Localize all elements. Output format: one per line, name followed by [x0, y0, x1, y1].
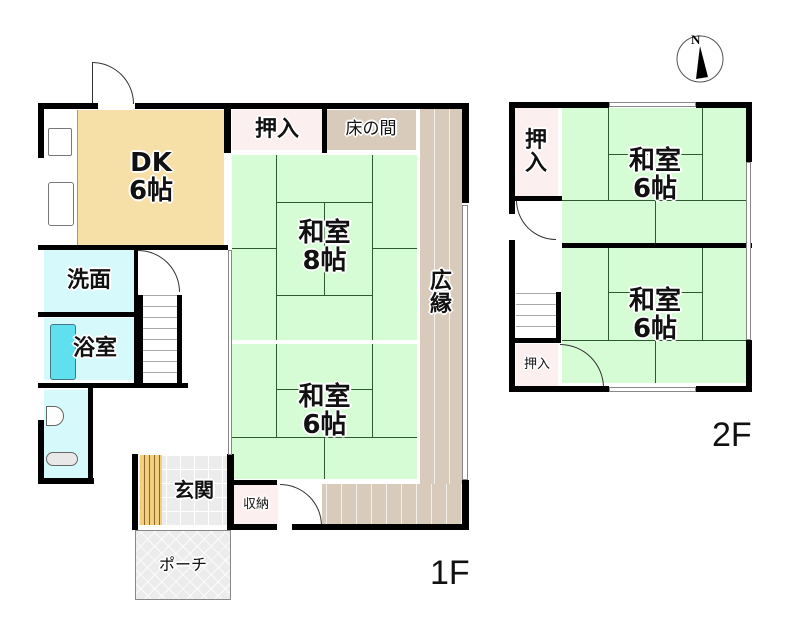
room-washitsu-8-label: 和室 8帖 — [298, 218, 351, 276]
room-dk[interactable] — [78, 110, 224, 245]
room-washitsu-2f-a-label: 和室 6帖 — [628, 146, 681, 204]
entrance-step — [140, 455, 162, 525]
room-storage-label: 収納 — [242, 497, 269, 513]
room-closet-bottom-2f[interactable] — [516, 344, 558, 386]
room-closet-top-2f[interactable] — [514, 108, 558, 196]
room-engawa[interactable] — [420, 108, 462, 526]
north-arrow-icon — [676, 35, 724, 83]
room-washitsu-6[interactable] — [232, 344, 417, 479]
porch-label: ポーチ — [158, 554, 207, 574]
room-washitsu-2f-b-label: 和室 6帖 — [628, 286, 681, 344]
room-bathroom-label: 浴室 — [72, 336, 117, 362]
room-washitsu-6-label: 和室 6帖 — [298, 382, 351, 440]
compass: N — [675, 32, 725, 84]
toilet-bowl-icon — [46, 452, 78, 466]
room-dk-label: DK 6帖 — [128, 148, 174, 206]
kitchen-counter — [44, 110, 78, 245]
north-label: N — [691, 32, 701, 47]
door-2f-top[interactable] — [516, 200, 556, 240]
door-washroom[interactable] — [138, 250, 180, 292]
door-back[interactable] — [92, 62, 134, 104]
floor-label-2f: 2F — [712, 416, 752, 454]
room-tokonoma-label: 床の間 — [345, 119, 397, 140]
room-engawa-label: 広 縁 — [429, 268, 452, 317]
floor-label-1f: 1F — [430, 554, 470, 592]
room-tokonoma[interactable] — [326, 110, 416, 150]
porch[interactable] — [135, 530, 231, 600]
room-entrance-label: 玄関 — [174, 477, 214, 502]
room-storage[interactable] — [234, 484, 278, 526]
toilet-tank-icon — [46, 406, 64, 426]
bathtub-icon — [50, 324, 76, 380]
room-closet-8[interactable] — [232, 110, 322, 150]
room-washitsu-8[interactable] — [232, 155, 417, 340]
room-closet-bottom-2f-label: 押入 — [523, 357, 550, 373]
room-washroom[interactable] — [44, 250, 134, 312]
room-closet-top-2f-label: 押 入 — [524, 127, 547, 176]
room-washroom-label: 洗面 — [66, 268, 111, 294]
room-toilet[interactable] — [44, 390, 90, 480]
stairs-1f[interactable] — [138, 295, 182, 383]
room-closet-8-label: 押入 — [254, 117, 299, 143]
stove-icon — [48, 128, 72, 156]
sink-icon — [48, 182, 74, 226]
room-washitsu-2f-a[interactable] — [562, 108, 748, 243]
stairs-2f[interactable] — [516, 292, 560, 337]
